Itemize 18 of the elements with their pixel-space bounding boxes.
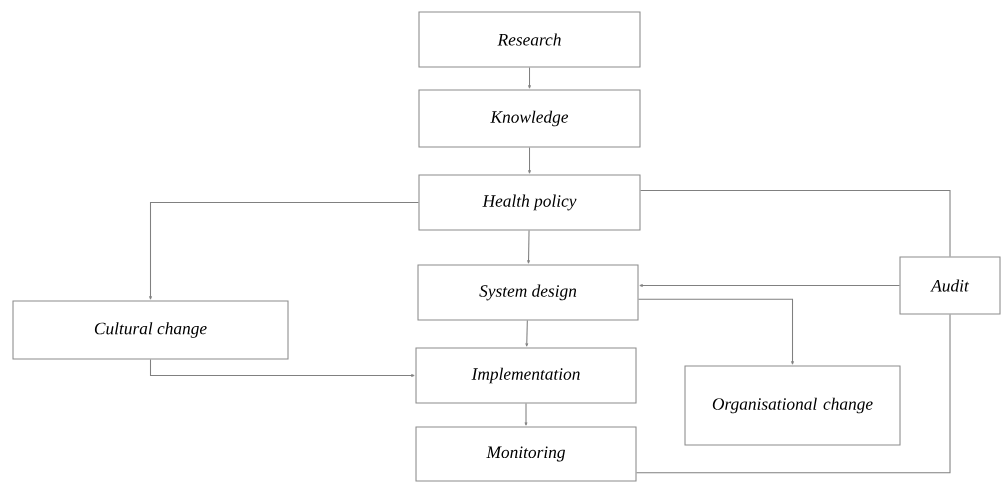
process-box: Organisational change [684, 365, 901, 446]
process-box: Knowledge [418, 89, 641, 148]
process-box: System design [417, 264, 639, 321]
arrow [639, 284, 900, 287]
process-box: Audit [899, 256, 1001, 315]
process-box: Research [418, 11, 641, 68]
process-box: Monitoring [415, 426, 637, 482]
process-box: Cultural change [12, 300, 289, 360]
process-box: Health policy [418, 174, 641, 231]
arrow [638, 298, 794, 365]
process-box: Implementation [415, 347, 637, 404]
arrow [527, 230, 530, 264]
arrow [149, 359, 415, 377]
arrow [528, 67, 531, 89]
arrow [149, 201, 419, 300]
arrow [524, 403, 528, 426]
arrow [528, 147, 531, 174]
arrow [525, 320, 529, 347]
